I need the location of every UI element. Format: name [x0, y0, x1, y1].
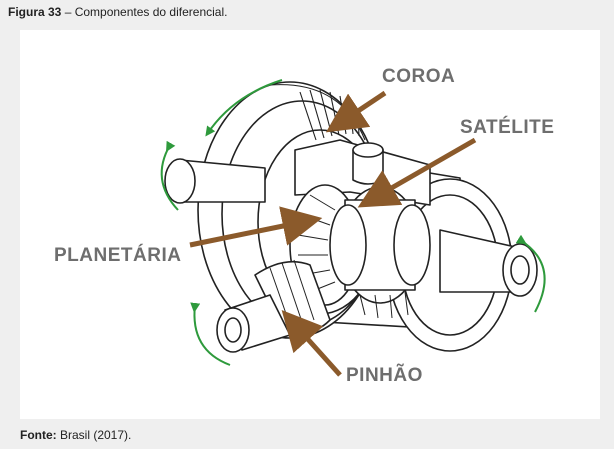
pinion-rotation-arrow	[190, 302, 231, 366]
coroa-pointer	[325, 90, 387, 133]
diagram-panel: COROA SATÉLITE PLANETÁRIA PINHÃO	[20, 30, 600, 419]
label-satelite: SATÉLITE	[460, 117, 555, 138]
left-axle-end	[164, 158, 196, 204]
left-axle-rotation-arrow	[160, 140, 179, 211]
right-axle-rotation-arrow	[515, 234, 546, 313]
label-coroa: COROA	[382, 66, 456, 87]
figure-source: Fonte: Brasil (2017).	[20, 428, 131, 442]
figure-title: – Componentes do diferencial.	[61, 5, 228, 19]
differential-diagram	[160, 79, 546, 377]
label-pinhao: PINHÃO	[346, 365, 423, 386]
satellite-pin-top	[352, 142, 384, 158]
planetaria-pointer	[189, 206, 323, 248]
satelite-pointer	[357, 137, 477, 208]
pinhao-pointer	[281, 309, 342, 377]
label-planetaria: PLANETÁRIA	[54, 245, 182, 266]
source-label: Fonte:	[20, 428, 57, 442]
ring-rotation-arrow	[205, 79, 283, 137]
figure-caption: Figura 33 – Componentes do diferencial.	[8, 5, 227, 19]
figure-number: Figura 33	[8, 5, 62, 19]
source-text: Brasil (2017).	[56, 428, 132, 442]
